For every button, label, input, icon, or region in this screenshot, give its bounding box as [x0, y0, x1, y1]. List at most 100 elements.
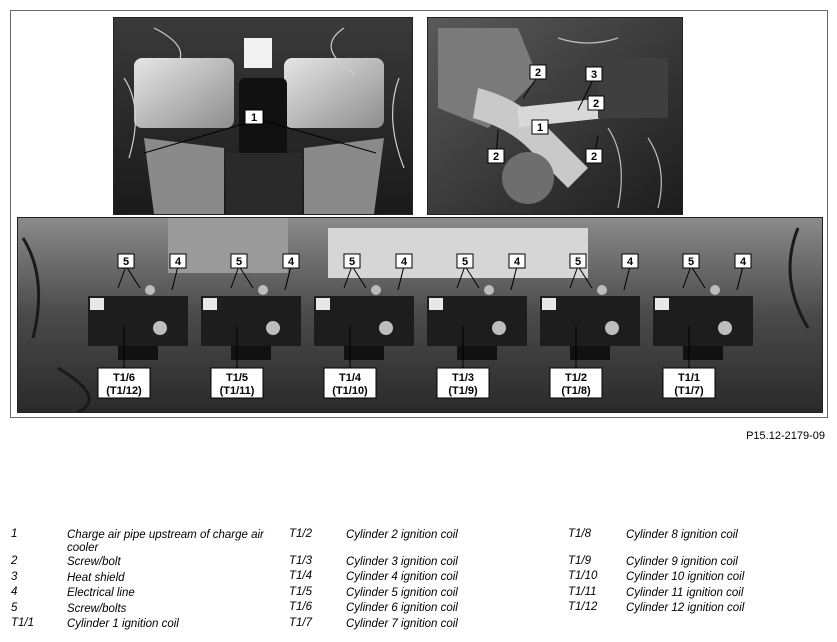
screw-bolt-head	[145, 285, 155, 295]
callout-4: 4	[175, 256, 182, 268]
leader-line	[736, 265, 744, 291]
legend-row: 2 Screw/bolt	[11, 554, 271, 570]
coil-plug	[266, 321, 280, 335]
coil-callout-line2: (T1/7)	[674, 385, 704, 397]
callout-2a: 2	[535, 67, 541, 79]
legend-desc: Cylinder 6 ignition coil	[346, 602, 458, 615]
coil-callout-line2: (T1/9)	[448, 385, 478, 397]
legend-desc: Screw/bolt	[67, 556, 121, 568]
legend-row: T1/5 Cylinder 5 ignition coil	[289, 585, 549, 601]
coil-plug	[605, 321, 619, 335]
callout-5-box	[343, 253, 361, 269]
coil-boot	[344, 346, 384, 360]
legend-key: 2	[11, 555, 18, 567]
callout-4-box	[508, 253, 526, 269]
legend-row: 4 Electrical line	[11, 585, 271, 601]
photo-charge-air-pipe-image: 2 3 2 1 2 2	[428, 18, 682, 214]
legend-desc: Cylinder 7 ignition coil	[346, 617, 458, 630]
callout-4-box	[395, 253, 413, 269]
legend-key: T1/7	[289, 616, 313, 629]
legend-key: T1/8	[568, 528, 592, 540]
legend-key: T1/2	[289, 528, 313, 540]
legend-row: 5 Screw/bolts	[11, 601, 271, 617]
callout-4: 4	[627, 256, 634, 268]
legend-key: T1/12	[568, 601, 598, 614]
leader-line	[117, 265, 127, 289]
callout-5: 5	[575, 256, 581, 268]
callout-4-box	[282, 253, 300, 269]
leader-line	[577, 265, 593, 289]
coil-callout-box	[549, 367, 603, 399]
legend-desc: Heat shield	[67, 571, 125, 584]
legend-desc: Cylinder 1 ignition coil	[67, 618, 179, 631]
legend-desc: Cylinder 10 ignition coil	[626, 571, 745, 584]
coil-label-sticker	[203, 298, 217, 310]
legend-column-2: T1/2 Cylinder 2 ignition coil T1/3 Cylin…	[289, 527, 549, 632]
callout-4: 4	[514, 256, 521, 268]
callout-1-pipe: 1	[537, 122, 543, 134]
coil-boot	[457, 346, 497, 360]
leader-line	[125, 265, 141, 289]
callout-2c: 2	[591, 151, 597, 163]
leader-line	[456, 265, 466, 289]
coil-callout-line2: (T1/10)	[332, 385, 368, 397]
legend-key: T1/6	[289, 601, 313, 614]
callout-5-box	[456, 253, 474, 269]
legend-column-3: T1/8 Cylinder 8 ignition coil T1/9 Cylin…	[568, 527, 828, 616]
ignition-coil	[540, 296, 640, 346]
screw-bolt-head	[484, 285, 494, 295]
photo-engine-top-view: 1	[113, 17, 413, 215]
callout-4: 4	[288, 256, 295, 268]
legend-desc: Cylinder 4 ignition coil	[346, 571, 458, 584]
ignition-coil	[653, 296, 753, 346]
callout-5-box	[230, 253, 248, 269]
legend-row: T1/11 Cylinder 11 ignition coil	[568, 585, 828, 601]
coil-label-sticker	[655, 298, 669, 310]
legend-desc: Screw/bolts	[67, 602, 127, 615]
legend-key: T1/1	[11, 617, 35, 630]
legend-key: 4	[11, 586, 18, 599]
coil-callout-line1: T1/4	[339, 372, 362, 384]
legend-row: T1/7 Cylinder 7 ignition coil	[289, 616, 549, 632]
legend-key: T1/5	[289, 585, 313, 598]
coil-label-sticker	[542, 298, 556, 310]
screw-bolt-head	[710, 285, 720, 295]
figure-id: P15.12-2179-09	[746, 430, 825, 442]
ignition-coil	[201, 296, 301, 346]
legend-key: T1/9	[568, 554, 592, 567]
leader-line	[623, 265, 631, 291]
callout-5-box	[682, 253, 700, 269]
coil-callout-box	[323, 367, 377, 399]
leader-line	[569, 265, 579, 289]
leader-line	[682, 265, 692, 289]
legend-desc: Electrical line	[67, 587, 135, 600]
coil-label-sticker	[316, 298, 330, 310]
callout-1: 1	[251, 112, 257, 124]
coil-label-sticker	[429, 298, 443, 310]
callout-5: 5	[688, 256, 694, 268]
callout-5-box	[117, 253, 135, 269]
photo-engine-top-view-image: 1	[114, 18, 412, 214]
legend-desc: Cylinder 8 ignition coil	[626, 529, 738, 541]
callout-5-box	[569, 253, 587, 269]
leader-line	[171, 265, 179, 291]
coil-callout-box	[436, 367, 490, 399]
coil-callout-line2: (T1/11)	[220, 385, 255, 397]
figure-frame: 1	[10, 10, 828, 418]
legend-desc: Cylinder 9 ignition coil	[626, 555, 738, 568]
leader-line	[690, 265, 706, 289]
coil-boot	[118, 346, 158, 360]
coil-callout-line2: (T1/12)	[106, 385, 142, 397]
coil-plug	[718, 321, 732, 335]
legend-key: T1/4	[289, 570, 313, 583]
legend-key: 1	[11, 528, 18, 540]
coil-callout-line1: T1/3	[452, 372, 474, 384]
ignition-coil	[314, 296, 414, 346]
ignition-coil	[88, 296, 188, 346]
coil-callout-box	[97, 367, 151, 399]
callout-2d: 2	[593, 98, 599, 110]
callout-4: 4	[740, 256, 747, 268]
legend-row: T1/6 Cylinder 6 ignition coil	[289, 600, 549, 616]
